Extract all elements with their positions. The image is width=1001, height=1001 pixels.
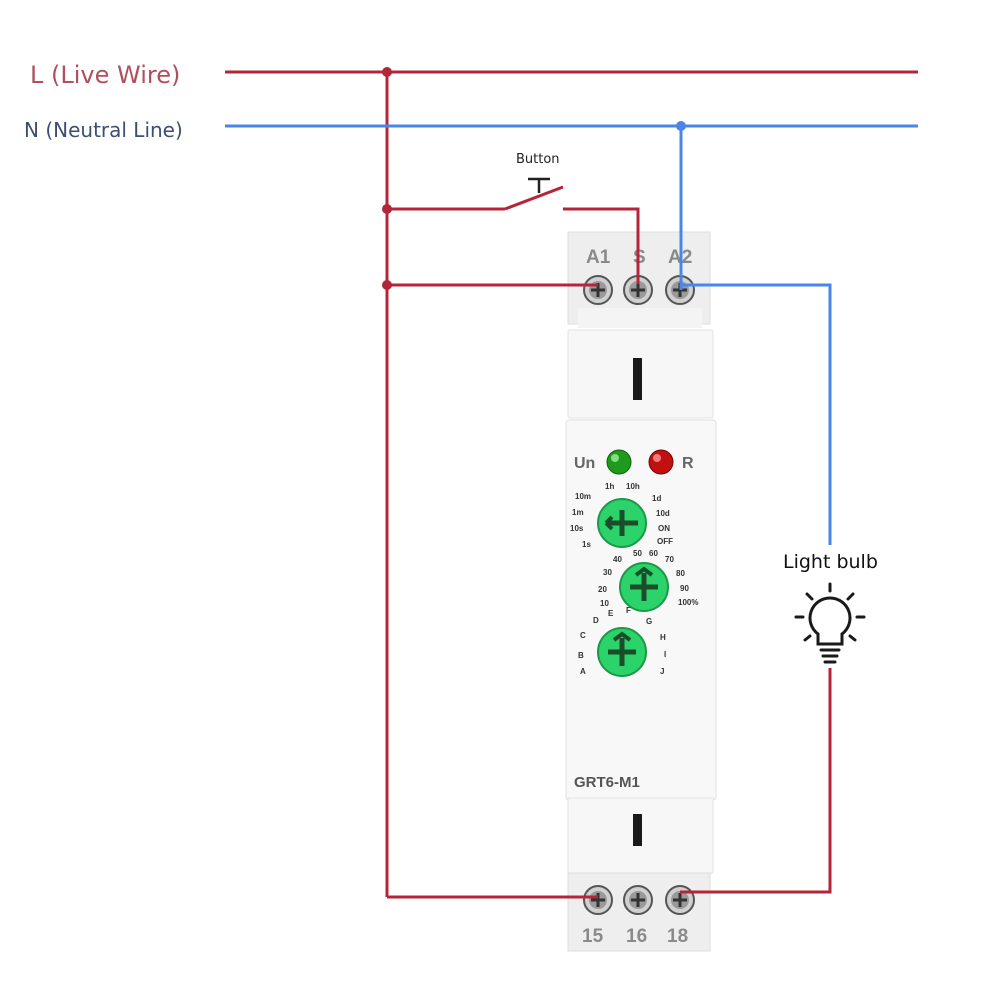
led-power-label: Un <box>574 455 595 472</box>
dial-mode-tick: H <box>660 633 666 642</box>
dial-mode-tick: F <box>626 606 631 615</box>
dial-percent-tick: 20 <box>598 585 607 594</box>
terminal-15-label: 15 <box>582 926 604 947</box>
screw-terminal-icon <box>583 275 613 305</box>
dial-mode-tick: A <box>580 667 586 676</box>
dial-percent-tick: 60 <box>649 549 658 558</box>
terminal-18-label: 18 <box>667 926 688 947</box>
junction-dot <box>382 67 392 77</box>
dial-percent-tick: 50 <box>633 549 642 558</box>
dial-percent-tick: 40 <box>613 555 622 564</box>
dial-time-tick: 1d <box>652 494 661 503</box>
dial-mode-tick: I <box>664 650 666 659</box>
dial-mode-tick: B <box>578 651 584 660</box>
relay-led-icon <box>648 449 674 475</box>
relay-led-highlight <box>653 454 661 462</box>
button-contact-line <box>504 185 564 211</box>
dial-percent-tick: 90 <box>680 584 689 593</box>
button-symbol <box>528 177 550 193</box>
light-bulb-label: Light bulb <box>783 551 878 573</box>
dial-mode-tick: C <box>580 631 586 640</box>
screw-terminal-icon <box>665 885 695 915</box>
terminal-16-label: 16 <box>626 926 647 947</box>
18-to-bulb-wire <box>680 668 832 894</box>
power-led-highlight <box>611 454 619 462</box>
junction-dot <box>382 280 392 290</box>
neutral-wires <box>225 124 918 545</box>
screw-terminal-icon <box>623 885 653 915</box>
junction-dot <box>676 121 686 131</box>
dial-time-tick: 1h <box>605 482 614 491</box>
dial-time-tick: 1s <box>582 540 591 549</box>
screw-terminal-icon <box>583 885 613 915</box>
junction-dot <box>382 204 392 214</box>
power-led-icon <box>606 449 632 475</box>
a2-to-bulb-wire <box>681 283 832 545</box>
button-to-s-wire <box>563 207 640 284</box>
light-bulb-icon <box>794 582 866 664</box>
dial-mode-tick: J <box>660 667 664 676</box>
screw-terminal-icon <box>623 275 653 305</box>
neutral-line-label: N (Neutral Line) <box>24 118 183 142</box>
model-label: GRT6-M1 <box>574 774 640 791</box>
dial-mode-tick: D <box>593 616 599 625</box>
dial-percent-tick: 100% <box>678 598 698 607</box>
dial-time-tick: 10h <box>626 482 640 491</box>
dial-time-tick: 10s <box>570 524 584 533</box>
dial-percent-tick: 80 <box>676 569 685 578</box>
dial-percent-tick: 30 <box>603 568 612 577</box>
dial-time-tick: ON <box>658 524 670 533</box>
dial-percent-tick: 10 <box>600 599 609 608</box>
dial-time-tick: 1m <box>572 508 584 517</box>
button-label: Button <box>516 152 560 167</box>
dial-time-tick: 10m <box>575 492 591 501</box>
dial-mode-tick: E <box>608 609 614 618</box>
led-relay-label: R <box>682 455 694 472</box>
dial-mode-tick: G <box>646 617 652 626</box>
time-range-dial[interactable]: 1s 10s 1m 10m 1h 10h 1d 10d ON OFF <box>570 482 673 549</box>
dial-percent-tick: 70 <box>665 555 674 564</box>
mode-dial[interactable]: A B C D E F G H I J <box>578 606 666 677</box>
terminal-a1-label: A1 <box>586 247 611 268</box>
dial-time-tick: OFF <box>657 537 673 546</box>
percent-dial[interactable]: 10 20 30 40 50 60 70 80 90 100% <box>598 549 698 612</box>
dial-time-tick: 10d <box>656 509 670 518</box>
live-wire-label: L (Live Wire) <box>30 61 180 89</box>
